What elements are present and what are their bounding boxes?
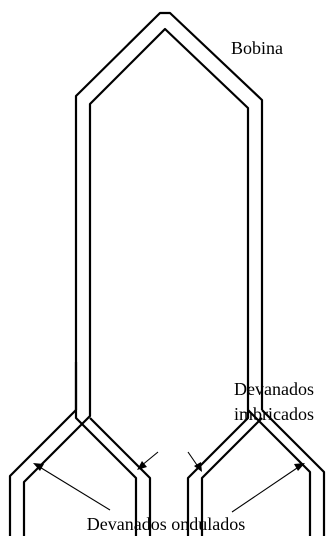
left-wave-branch-inner <box>22 410 92 536</box>
wave-arrowhead-left <box>33 463 44 471</box>
right-lap-branch <box>186 410 250 536</box>
coil-outer-line <box>74 11 264 410</box>
right-lap-branch-outer <box>200 417 263 536</box>
lap-windings-label-line1: Devanados <box>234 379 314 399</box>
left-lap-branch <box>74 362 152 536</box>
lap-arrowhead-right <box>194 462 202 472</box>
wave-leader-right <box>231 465 301 513</box>
coil-label: Bobina <box>231 38 283 58</box>
left-wave-branch <box>8 409 77 536</box>
coil-inner-line <box>88 27 250 410</box>
wave-leader-left <box>37 465 111 511</box>
lap-arrowhead-left <box>137 461 147 470</box>
right-wave-branch <box>247 409 312 536</box>
wave-arrowhead-right <box>294 463 305 471</box>
wave-windings-label: Devanados ondulados <box>87 514 245 534</box>
lap-windings-label-line2: imbricados <box>234 404 314 424</box>
right-wave-branch-outer <box>261 409 326 536</box>
left-lap-branch-outer <box>74 410 138 536</box>
